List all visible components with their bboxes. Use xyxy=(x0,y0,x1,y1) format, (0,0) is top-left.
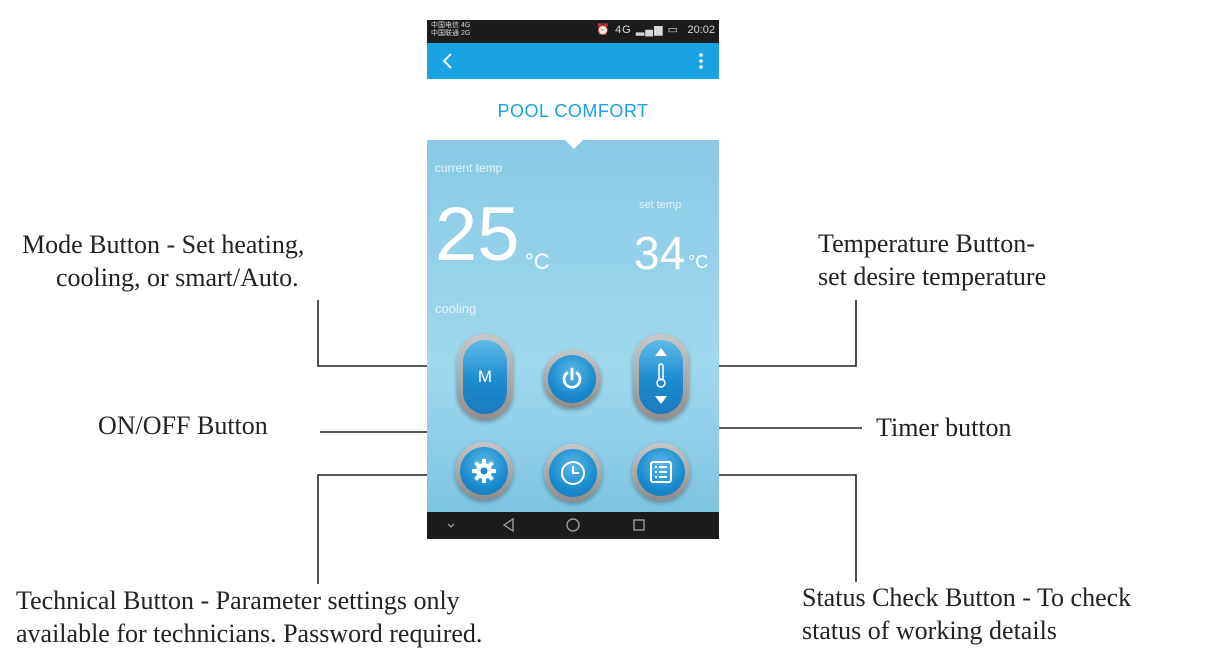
power-icon xyxy=(562,367,582,389)
more-vertical-icon[interactable] xyxy=(691,51,711,71)
mode-label: M xyxy=(477,367,493,386)
mode-leader-line xyxy=(317,300,457,367)
chevron-down-icon[interactable] xyxy=(445,517,457,533)
carrier-line-2: 中国联通 2G xyxy=(431,30,471,37)
clock-icon xyxy=(561,461,585,485)
status-time: 20:02 xyxy=(687,24,715,36)
technical-callout-line-2: available for technicians. Password requ… xyxy=(16,619,483,648)
mode-status: cooling xyxy=(435,301,477,316)
mode-callout-line-1: Mode Button - Set heating, xyxy=(22,230,305,259)
app-bar xyxy=(427,43,719,79)
status-callout: Status Check Button - To check status of… xyxy=(802,581,1131,647)
panel-notch xyxy=(565,140,583,149)
technical-callout-line-1: Technical Button - Parameter settings on… xyxy=(16,586,460,615)
mode-callout-line-2: cooling, or smart/Auto. xyxy=(56,263,299,292)
temperature-button[interactable] xyxy=(633,334,689,420)
system-icons: ⏰ 4G ▂▄▆ ▭ xyxy=(596,23,679,36)
status-callout-line-1: Status Check Button - To check xyxy=(802,583,1132,612)
temperature-callout-line-1: Temperature Button- xyxy=(818,229,1035,258)
status-bar: 中国电信 4G 中国联通 2G ⏰ 4G ▂▄▆ ▭ 20:02 xyxy=(427,20,719,43)
android-nav-bar xyxy=(427,512,719,539)
carrier-line-1: 中国电信 4G xyxy=(431,22,471,29)
signal-icon: ▂▄▆ xyxy=(635,24,664,36)
recents-square-icon[interactable] xyxy=(631,517,647,533)
set-temp-label: set temp xyxy=(639,199,682,211)
carrier-info: 中国电信 4G 中国联通 2G xyxy=(431,22,470,38)
status-button[interactable] xyxy=(632,443,690,501)
chevron-left-icon[interactable] xyxy=(439,51,459,71)
temperature-leader-line xyxy=(688,300,857,367)
status-leader-line xyxy=(686,474,857,582)
network-type: 4G xyxy=(615,24,632,36)
current-temp-label: current temp xyxy=(435,161,503,175)
set-temp-value: 34 xyxy=(634,227,686,279)
status-callout-line-2: status of working details xyxy=(802,616,1057,645)
list-icon xyxy=(650,461,672,483)
timer-callout: Timer button xyxy=(876,413,1012,442)
thermometer-updown-icon xyxy=(655,348,667,404)
back-triangle-icon[interactable] xyxy=(501,517,517,533)
current-temp-value: 25 xyxy=(435,192,520,277)
alarm-icon: ⏰ xyxy=(596,24,611,36)
technical-button[interactable] xyxy=(455,442,513,500)
onoff-callout: ON/OFF Button xyxy=(98,411,268,440)
current-temp-unit: °C xyxy=(525,249,550,274)
timer-button[interactable] xyxy=(544,444,602,502)
gear-icon xyxy=(472,459,496,483)
temperature-callout: Temperature Button- set desire temperatu… xyxy=(818,227,1046,293)
power-button[interactable] xyxy=(543,350,601,408)
battery-icon: ▭ xyxy=(667,24,679,36)
home-circle-icon[interactable] xyxy=(565,517,581,533)
phone-screen: 中国电信 4G 中国联通 2G ⏰ 4G ▂▄▆ ▭ 20:02 POOL CO… xyxy=(427,20,719,539)
mode-callout: Mode Button - Set heating, cooling, or s… xyxy=(22,228,304,294)
technical-leader-line xyxy=(317,474,460,584)
temperature-callout-line-2: set desire temperature xyxy=(818,262,1047,291)
mode-button[interactable]: M xyxy=(457,334,513,420)
technical-callout: Technical Button - Parameter settings on… xyxy=(16,584,482,650)
set-temp-unit: °C xyxy=(688,252,709,272)
page-title: POOL COMFORT xyxy=(497,101,649,121)
